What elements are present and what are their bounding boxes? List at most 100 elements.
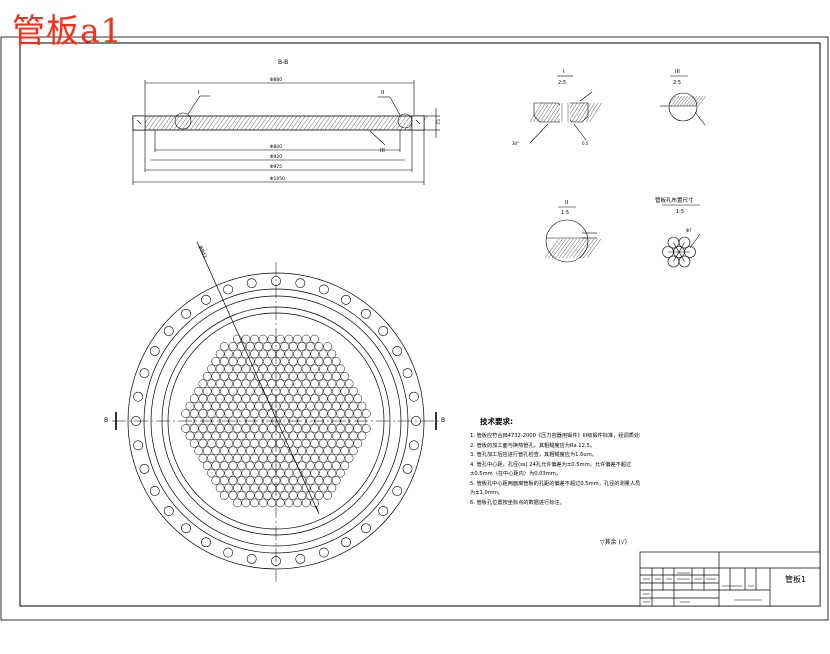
tube-hole	[275, 483, 285, 493]
cut-left-label: B	[104, 417, 108, 424]
tube-hole	[314, 491, 324, 500]
tube-hole	[241, 379, 251, 389]
tube-hole	[306, 342, 315, 351]
tube-hole	[202, 446, 212, 456]
tube-hole	[280, 461, 289, 471]
tube-hole	[258, 468, 268, 478]
tube-hole	[254, 342, 264, 351]
tube-hole	[263, 431, 272, 441]
tech-list: 1. 管板应符合JB4732-2000《压力容器用锻件》III级锻件标准，经调质…	[470, 432, 640, 508]
bolt-hole	[139, 368, 150, 379]
tube-hole	[310, 409, 320, 418]
tube-hole	[306, 461, 315, 471]
tube-hole	[267, 468, 277, 478]
tube-hole	[310, 453, 320, 463]
tube-hole	[254, 476, 264, 485]
tube-hole	[228, 371, 238, 381]
tube-hole	[301, 409, 311, 418]
tube-hole	[310, 334, 320, 344]
tube-hole	[228, 461, 238, 471]
tube-hole	[288, 491, 298, 500]
bolt-hole	[246, 278, 257, 289]
bolt-hole	[378, 326, 389, 336]
detail-III-scale: 2:5	[673, 80, 681, 86]
tube-hole	[267, 334, 277, 344]
tube-hole	[275, 364, 285, 374]
tube-hole	[293, 468, 302, 478]
tube-hole	[297, 386, 307, 396]
tube-hole	[293, 424, 302, 433]
inner-border	[19, 42, 821, 607]
tube-hole	[250, 438, 259, 448]
tube-hole	[263, 386, 272, 396]
tube-hole	[258, 379, 268, 389]
tube-hole	[318, 483, 328, 493]
bolt-hole	[223, 284, 234, 295]
tube-hole	[215, 409, 225, 418]
tech-item: 5. 管板孔中心距两面离管板的孔距的偏差不超过0.5mm，孔径的测量人员应提交	[470, 480, 640, 487]
tube-hole	[327, 349, 337, 359]
tech-requirements: 技术要求: 1. 管板应符合JB4732-2000《压力容器用锻件》III级锻件…	[470, 416, 640, 508]
tube-hole	[202, 386, 212, 396]
tube-hole	[215, 453, 225, 463]
tube-hole	[314, 342, 324, 351]
tube-hole	[207, 394, 216, 404]
front-view: Φ843 B B	[104, 241, 445, 582]
tube-hole	[220, 491, 229, 500]
tube-hole	[293, 334, 302, 344]
tube-hole	[340, 446, 350, 456]
tube-hole	[245, 491, 255, 500]
tube-hole	[215, 349, 225, 359]
tube-hole	[224, 364, 234, 374]
tube-hole	[310, 379, 320, 389]
tube-hole	[245, 461, 255, 471]
tube-hole	[331, 401, 341, 411]
tube-hole	[211, 401, 221, 411]
tube-hole	[263, 491, 272, 500]
tube-hole	[301, 334, 311, 344]
tube-hole	[323, 461, 332, 471]
detail-I-title: I	[563, 69, 565, 75]
tube-hole	[314, 431, 324, 441]
bolt-hole	[201, 537, 211, 548]
tube-hole	[237, 491, 246, 500]
tube-hole	[211, 446, 221, 456]
tube-hole	[185, 401, 195, 411]
tube-hole	[211, 461, 221, 471]
tube-hole	[314, 357, 324, 366]
svg-text:0.5: 0.5	[582, 141, 589, 146]
tube-hole	[293, 453, 302, 463]
tube-hole	[215, 364, 225, 374]
svg-text:Φ7: Φ7	[686, 228, 692, 233]
tube-hole	[323, 491, 332, 500]
tube-hole	[314, 476, 324, 485]
tube-hole	[241, 468, 251, 478]
tube-hole	[323, 401, 332, 411]
tube-hole	[250, 468, 259, 478]
tube-hole	[263, 401, 272, 411]
tube-hole	[220, 446, 229, 456]
tube-hole	[220, 476, 229, 485]
detail-II-scale: 1:5	[561, 210, 569, 216]
tube-hole	[301, 468, 311, 478]
tube-hole	[288, 446, 298, 456]
tube-hole	[267, 483, 277, 493]
tube-hole	[275, 498, 285, 508]
tube-hole	[344, 453, 354, 463]
tube-hole	[301, 498, 311, 508]
tube-hole	[241, 424, 251, 433]
bolt-hole	[139, 463, 150, 474]
bolt-hole	[392, 346, 403, 356]
tube-hole	[323, 476, 332, 485]
tube-hole	[323, 386, 332, 396]
tube-hole	[361, 409, 371, 418]
tube-hole	[220, 357, 229, 366]
tube-hole	[288, 357, 298, 366]
tube-hole	[194, 446, 203, 456]
tube-hole	[297, 461, 307, 471]
tube-hole	[232, 483, 242, 493]
tube-hole	[318, 394, 328, 404]
tube-hole	[241, 498, 251, 508]
drawing-name: 管板1	[785, 574, 806, 584]
tube-hole	[318, 364, 328, 374]
